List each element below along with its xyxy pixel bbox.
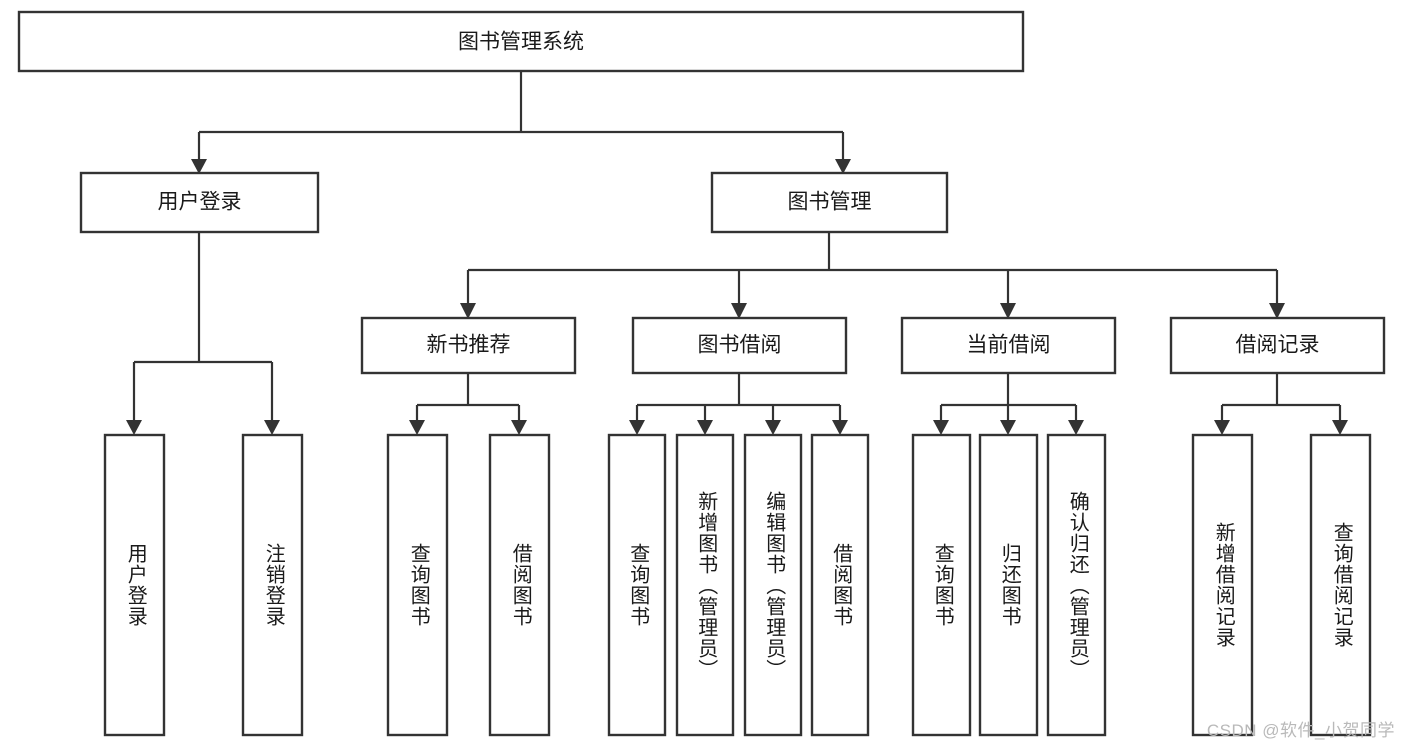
arrowhead-leaf-query-book-2 bbox=[629, 420, 645, 435]
node-borrow-record[interactable] bbox=[1169, 316, 1386, 375]
leaf-confirm-return-admin[interactable] bbox=[1046, 433, 1107, 737]
node-user-login-label: 用户登录 bbox=[158, 191, 242, 214]
node-new-book-recommend[interactable] bbox=[360, 316, 577, 375]
arrowhead-leaf-query-book-1 bbox=[409, 420, 425, 435]
node-new-book-recommend-label: 新书推荐 bbox=[427, 334, 511, 357]
node-root[interactable] bbox=[17, 10, 1025, 73]
arrowhead-leaf-logout-login bbox=[264, 420, 280, 435]
arrowhead-leaf-return-book bbox=[1000, 420, 1016, 435]
arrowhead-leaf-edit-book bbox=[765, 420, 781, 435]
arrowhead-to-new-book-recommend bbox=[460, 303, 476, 319]
arrowhead-leaf-query-book-3 bbox=[933, 420, 949, 435]
connector-borrow-record-to-leaves bbox=[1214, 373, 1348, 435]
leaf-borrow-book-recommend[interactable] bbox=[488, 433, 551, 737]
leaf-add-borrow-record[interactable] bbox=[1191, 433, 1254, 737]
arrowhead-to-current-borrow bbox=[1000, 303, 1016, 319]
connector-user-login-to-leaves bbox=[126, 233, 280, 435]
connector-book-borrow-to-leaves bbox=[629, 373, 848, 435]
node-book-management[interactable] bbox=[710, 171, 949, 234]
node-book-borrow-label: 图书借阅 bbox=[698, 334, 782, 357]
arrowhead-leaf-add-record bbox=[1214, 420, 1230, 435]
arrowhead-to-book-management bbox=[835, 159, 851, 174]
node-current-borrow-label: 当前借阅 bbox=[967, 334, 1051, 357]
node-user-login[interactable] bbox=[79, 171, 320, 234]
node-book-borrow[interactable] bbox=[631, 316, 848, 375]
leaf-query-book-borrow[interactable] bbox=[607, 433, 667, 737]
arrowhead-leaf-borrow-book-2 bbox=[832, 420, 848, 435]
node-root-label: 图书管理系统 bbox=[458, 31, 584, 54]
arrowhead-leaf-query-record bbox=[1332, 420, 1348, 435]
leaf-add-book-admin[interactable] bbox=[675, 433, 735, 737]
connector-root-to-level2 bbox=[191, 71, 851, 174]
arrowhead-to-user-login bbox=[191, 159, 207, 174]
leaf-borrow-book-borrow[interactable] bbox=[810, 433, 870, 737]
node-book-management-label: 图书管理 bbox=[788, 191, 872, 214]
csdn-watermark: CSDN @软件_小贺同学 bbox=[1206, 721, 1395, 740]
leaf-user-login[interactable] bbox=[103, 433, 166, 737]
leaf-edit-book-admin[interactable] bbox=[743, 433, 803, 737]
arrowhead-leaf-confirm-return bbox=[1068, 420, 1084, 435]
leaf-logout-login[interactable] bbox=[241, 433, 304, 737]
leaf-query-borrow-record[interactable] bbox=[1309, 433, 1372, 737]
leaf-query-book-current[interactable] bbox=[911, 433, 972, 737]
connector-book-management-to-level3 bbox=[460, 233, 1285, 319]
node-borrow-record-label: 借阅记录 bbox=[1236, 334, 1320, 357]
arrowhead-leaf-add-book bbox=[697, 420, 713, 435]
leaf-query-book-recommend[interactable] bbox=[386, 433, 449, 737]
connector-new-book-recommend-to-leaves bbox=[409, 373, 527, 435]
node-current-borrow[interactable] bbox=[900, 316, 1117, 375]
arrowhead-to-borrow-record bbox=[1269, 303, 1285, 319]
arrowhead-to-book-borrow bbox=[731, 303, 747, 319]
leaf-return-book[interactable] bbox=[978, 433, 1039, 737]
connector-current-borrow-to-leaves bbox=[933, 373, 1084, 435]
arrowhead-leaf-borrow-book-1 bbox=[511, 420, 527, 435]
arrowhead-leaf-user-login bbox=[126, 420, 142, 435]
